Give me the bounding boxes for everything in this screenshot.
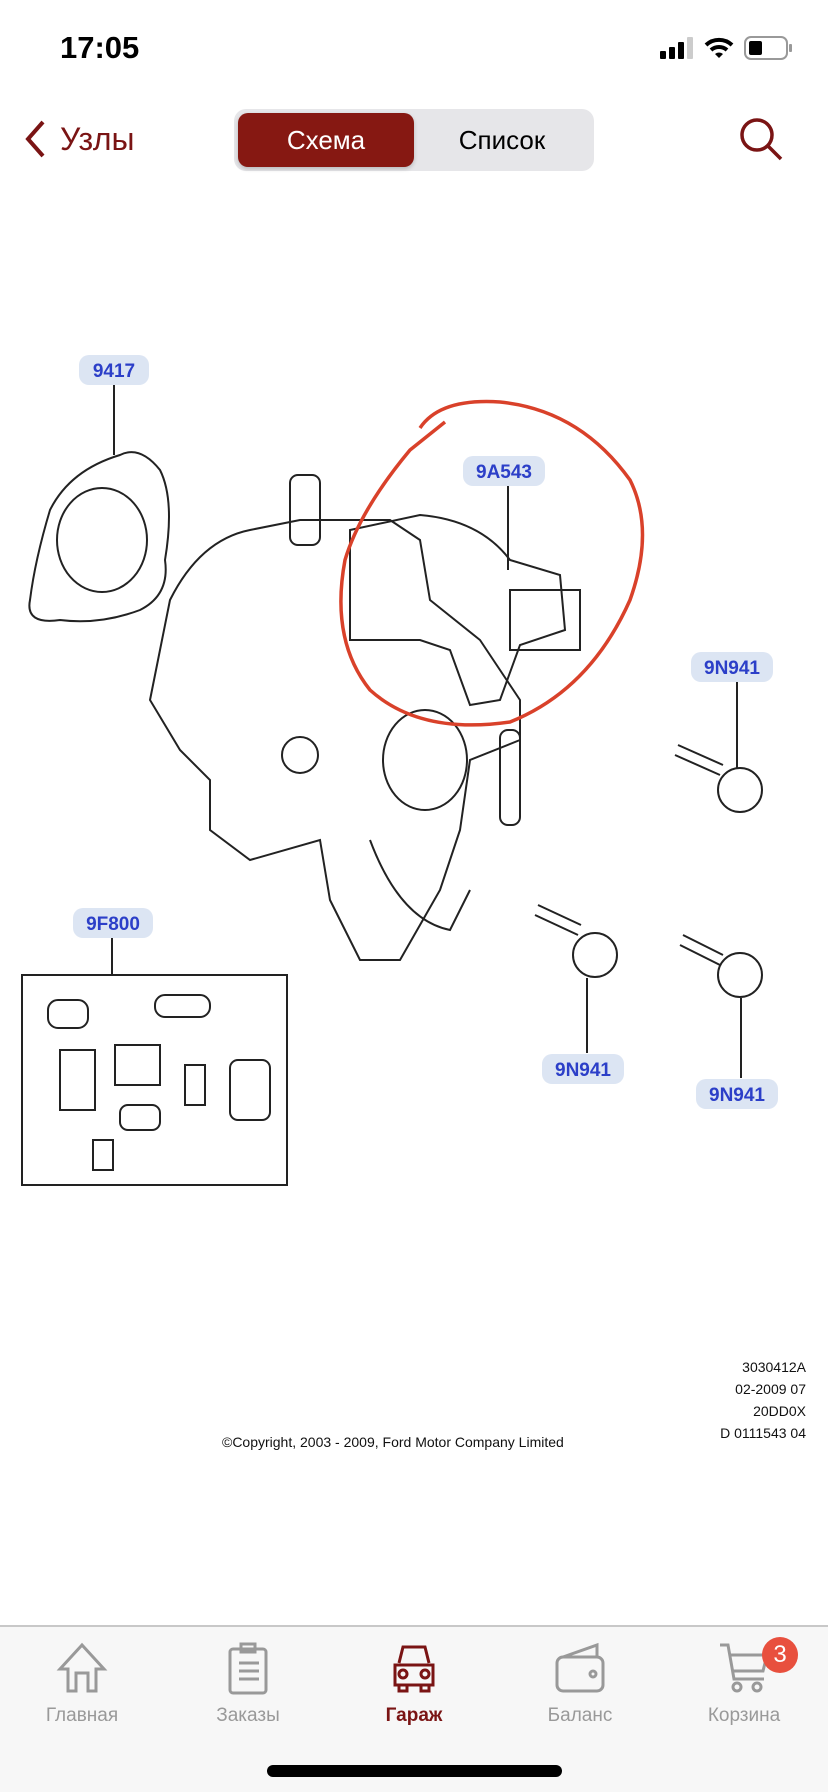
segment-list[interactable]: Список: [458, 124, 546, 155]
bolt-part[interactable]: [679, 934, 763, 998]
bolt-part[interactable]: [674, 744, 763, 813]
signal-icon: [660, 37, 693, 59]
callout-9n941-2[interactable]: 9N941: [542, 1054, 624, 1084]
tab-garage[interactable]: Гараж: [334, 1641, 494, 1727]
svg-text:9N941: 9N941: [704, 658, 760, 679]
callout-9n941-3[interactable]: 9N941: [696, 1079, 778, 1109]
back-button[interactable]: Узлы: [24, 120, 135, 158]
clipboard-icon: [228, 1642, 268, 1695]
callout-9417[interactable]: 9417: [79, 355, 149, 385]
tab-balance[interactable]: Баланс: [500, 1641, 660, 1727]
chevron-left-icon: [25, 120, 45, 158]
back-label: Узлы: [60, 120, 135, 157]
diagram-codes: 3030412A 02-2009 07 20DD0X D 0111543 04: [720, 1356, 806, 1444]
battery-icon: [744, 36, 792, 60]
svg-text:9N941: 9N941: [709, 1085, 765, 1106]
tab-label: Гараж: [385, 1705, 443, 1726]
svg-text:9417: 9417: [93, 361, 135, 382]
status-icons: [660, 36, 792, 60]
tab-bar: Главная Заказы Гараж Баланс Корзина 3: [0, 1625, 828, 1792]
svg-text:9N941: 9N941: [555, 1060, 611, 1081]
callout-9a543[interactable]: 9A543: [463, 456, 545, 486]
red-annotation-circle: [339, 399, 645, 727]
tab-cart[interactable]: Корзина: [664, 1641, 824, 1727]
tab-label: Баланс: [547, 1705, 613, 1726]
svg-text:9F800: 9F800: [86, 914, 140, 935]
status-time: 17:05: [60, 30, 140, 65]
code-line: 02-2009 07: [735, 1381, 806, 1397]
tab-label: Заказы: [216, 1705, 280, 1726]
tab-home[interactable]: Главная: [2, 1641, 162, 1727]
svg-text:9A543: 9A543: [476, 462, 532, 483]
wifi-icon: [704, 37, 734, 58]
search-icon[interactable]: [738, 116, 784, 162]
gasket-part[interactable]: [28, 451, 170, 623]
callout-9n941-1[interactable]: 9N941: [691, 652, 773, 682]
tab-label: Корзина: [707, 1705, 781, 1726]
code-line: 20DD0X: [753, 1403, 806, 1419]
bolt-part[interactable]: [534, 904, 618, 978]
home-indicator: [267, 1765, 562, 1777]
repair-kit-part[interactable]: [21, 974, 288, 1186]
view-segmented-control: Схема Список: [234, 109, 594, 171]
code-line: D 0111543 04: [720, 1425, 806, 1441]
fuel-pump-part[interactable]: [148, 474, 581, 961]
code-line: 3030412A: [742, 1359, 806, 1375]
home-icon: [56, 1642, 108, 1693]
wallet-icon: [555, 1642, 605, 1693]
segment-scheme[interactable]: Схема: [238, 113, 414, 167]
tab-orders[interactable]: Заказы: [168, 1641, 328, 1727]
tab-label: Главная: [45, 1705, 119, 1726]
callout-9f800[interactable]: 9F800: [73, 908, 153, 938]
copyright-text: ©Copyright, 2003 - 2009, Ford Motor Comp…: [222, 1434, 564, 1450]
car-icon: [393, 1645, 435, 1693]
cart-badge: 3: [762, 1637, 798, 1673]
parts-diagram: 9417 9A543 9N941 9F800 9N941 9N941: [21, 355, 778, 1186]
